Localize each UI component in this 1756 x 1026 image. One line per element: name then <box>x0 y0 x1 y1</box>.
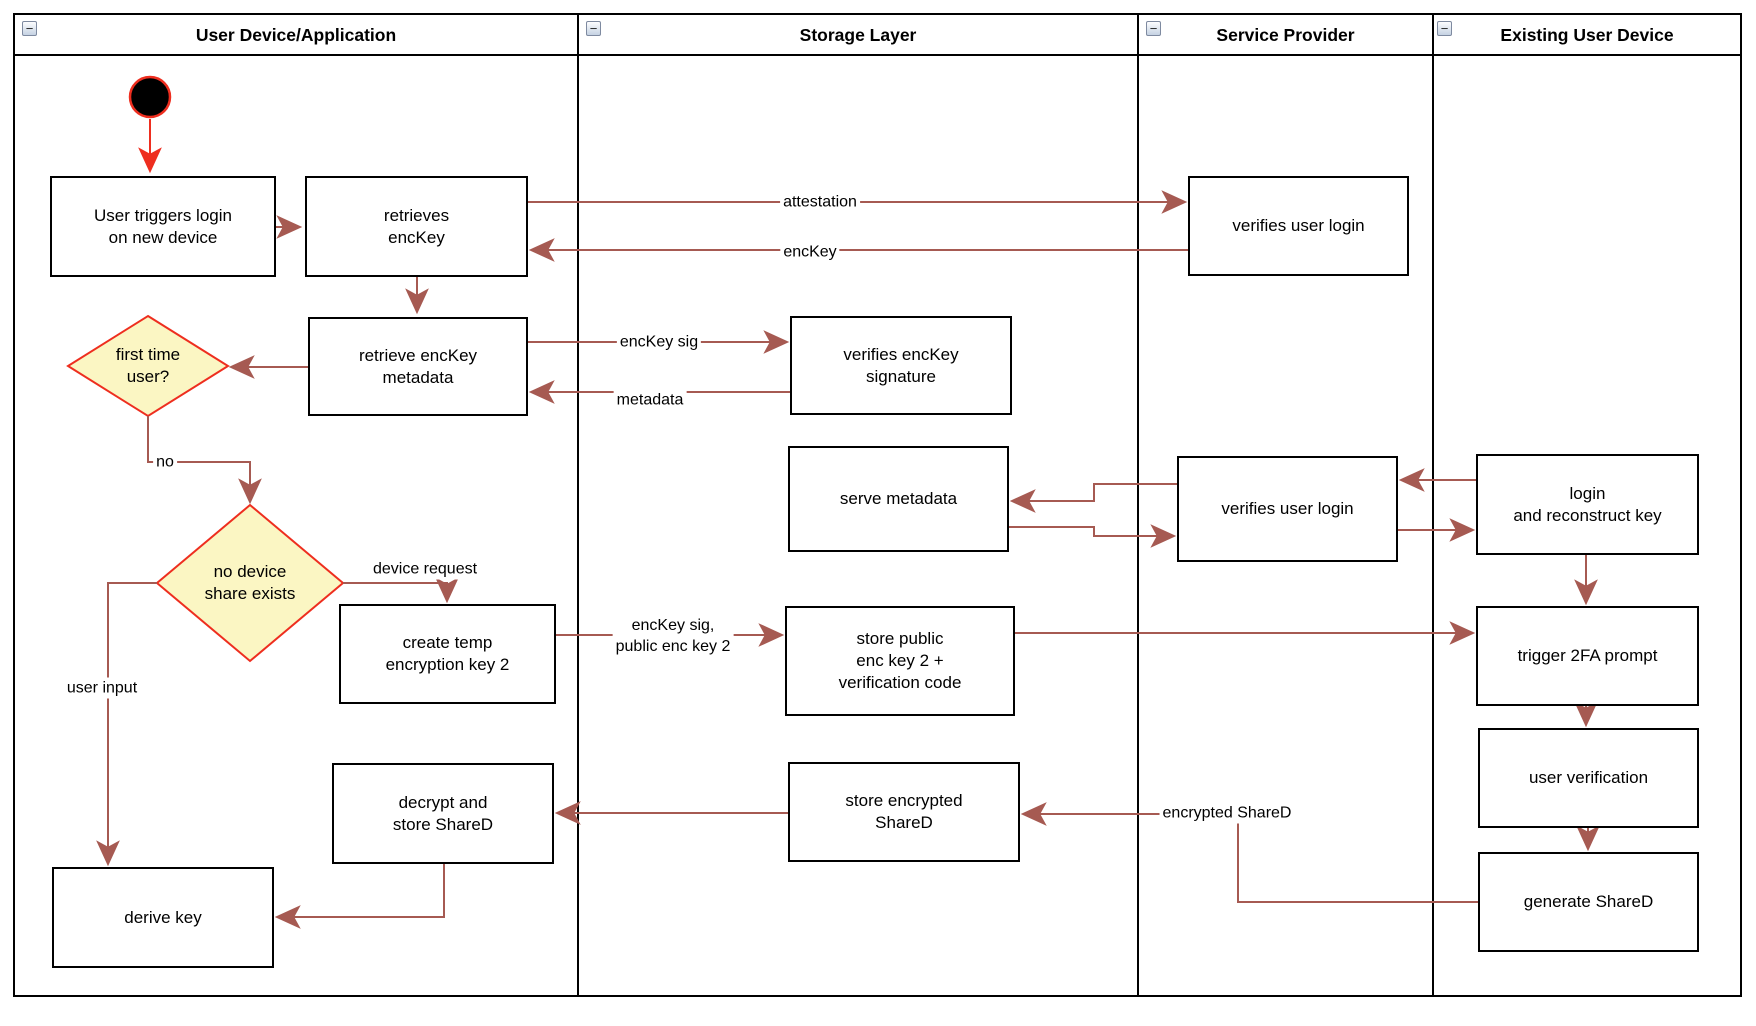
node-user-verification: user verification <box>1478 728 1699 828</box>
node-user-triggers-login: User triggers login on new device <box>50 176 276 277</box>
edge-user-input <box>96 582 157 867</box>
edge-serve-metadata-to-verifies <box>1009 524 1177 548</box>
edge-no-branch <box>147 416 262 505</box>
node-create-temp-key2: create temp encryption key 2 <box>339 604 556 704</box>
node-retrieves-enckey: retrieves encKey <box>305 176 528 277</box>
edge-label-device-request: device request <box>369 558 481 580</box>
collapse-icon[interactable]: − <box>22 21 37 36</box>
node-trigger-2fa-prompt: trigger 2FA prompt <box>1476 606 1699 706</box>
edge-label-attestation: attestation <box>780 191 860 213</box>
swimlane-frame <box>13 13 1742 997</box>
edge-label-metadata: metadata <box>613 389 687 411</box>
edge-label-encrypted-shared: encrypted ShareD <box>1159 802 1295 824</box>
edge-device-request <box>343 577 459 604</box>
node-retrieve-enckey-metadata: retrieve encKey metadata <box>308 317 528 416</box>
edge-decrypt-to-derive <box>274 864 445 929</box>
edge-verifies-to-serve-metadata <box>1009 483 1177 513</box>
edge-label-enckey: encKey <box>780 241 840 263</box>
decision-label-first-time-user: first time user? <box>115 345 181 386</box>
edge-label-no: no <box>153 451 177 473</box>
lane-title-user-device: User Device/Application <box>195 24 397 45</box>
node-decrypt-store-shared: decrypt and store ShareD <box>332 763 554 864</box>
edge-label-enckey-sig: encKey sig <box>616 331 702 353</box>
edge-label-enckey-sig-public: encKey sig, public enc key 2 <box>612 615 734 657</box>
node-generate-shared: generate ShareD <box>1478 852 1699 952</box>
node-derive-key: derive key <box>52 867 274 968</box>
decision-no-device-share <box>155 503 345 663</box>
lane-title-service-provider: Service Provider <box>1216 24 1355 45</box>
node-store-public-enc-key2: store public enc key 2 + verification co… <box>785 606 1015 716</box>
node-store-encrypted-shared: store encrypted ShareD <box>788 762 1020 862</box>
collapse-icon[interactable]: − <box>1437 21 1452 36</box>
start-node <box>128 75 172 119</box>
node-serve-metadata: serve metadata <box>788 446 1009 552</box>
collapse-icon[interactable]: − <box>1146 21 1161 36</box>
edge-encrypted-shared <box>1020 802 1478 903</box>
node-verifies-enckey-signature: verifies encKey signature <box>790 316 1012 415</box>
lane-title-storage-layer: Storage Layer <box>799 24 917 45</box>
node-verifies-user-login-mid: verifies user login <box>1177 456 1398 562</box>
node-login-reconstruct-key: login and reconstruct key <box>1476 454 1699 555</box>
decision-label-no-device-share: no device share exists <box>204 562 296 603</box>
node-verifies-user-login-top: verifies user login <box>1188 176 1409 276</box>
lane-title-existing-user-device: Existing User Device <box>1500 24 1674 45</box>
edge-label-user-input: user input <box>63 677 141 699</box>
collapse-icon[interactable]: − <box>586 21 601 36</box>
